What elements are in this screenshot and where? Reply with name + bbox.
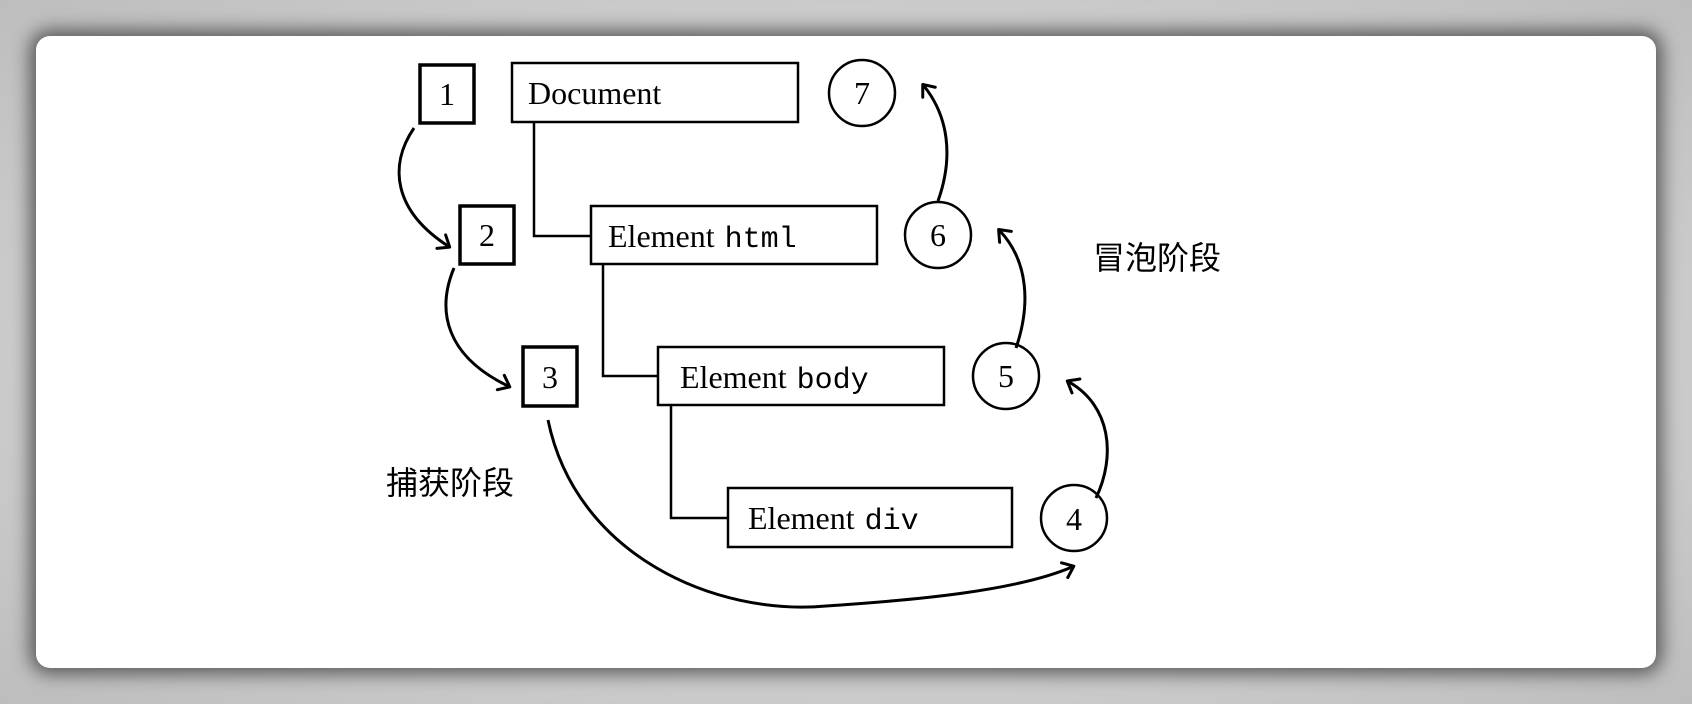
- bubble-step-5-label: 5: [998, 358, 1014, 394]
- bubble-arrow-4-to-5: [1065, 377, 1109, 499]
- connector-document-html: [532, 122, 591, 238]
- capture-step-2-label: 2: [479, 217, 495, 253]
- bubble-step-7-label: 7: [854, 75, 870, 111]
- bubble-step-4-circle: [1039, 483, 1109, 553]
- node-document-box: [510, 61, 800, 124]
- bubble-step-4-label: 4: [1066, 501, 1082, 537]
- node-body-box: [656, 345, 946, 407]
- node-document-label: Document: [528, 75, 661, 111]
- capture-arrow-3-to-4: [546, 419, 1076, 609]
- bubble-phase-label: 冒泡阶段: [1093, 239, 1221, 277]
- bubble-step-5-circle: [971, 341, 1041, 411]
- tree-connectors: [532, 122, 728, 520]
- capture-step-2-box: [458, 204, 516, 266]
- bubble-arrow-6-to-7: [921, 82, 949, 202]
- node-html-box: [589, 204, 879, 266]
- capture-arrow-2-to-3: [444, 267, 512, 392]
- connector-body-div: [669, 404, 728, 520]
- bubble-step-7-circle: [827, 58, 897, 128]
- capture-step-3-box: [521, 345, 579, 408]
- bubble-step-6-label: 6: [930, 217, 946, 253]
- capture-phase-label: 捕获阶段: [386, 464, 514, 502]
- connector-html-body: [601, 264, 658, 378]
- capture-step-1-box: [418, 63, 476, 125]
- bubble-step-6-circle: [903, 200, 973, 270]
- capture-arrow-1-to-2: [397, 127, 452, 250]
- bubble-arrow-5-to-6: [997, 228, 1027, 349]
- capture-step-3-label: 3: [542, 359, 558, 395]
- capture-step-1-label: 1: [439, 76, 455, 112]
- node-div-box: [726, 486, 1014, 549]
